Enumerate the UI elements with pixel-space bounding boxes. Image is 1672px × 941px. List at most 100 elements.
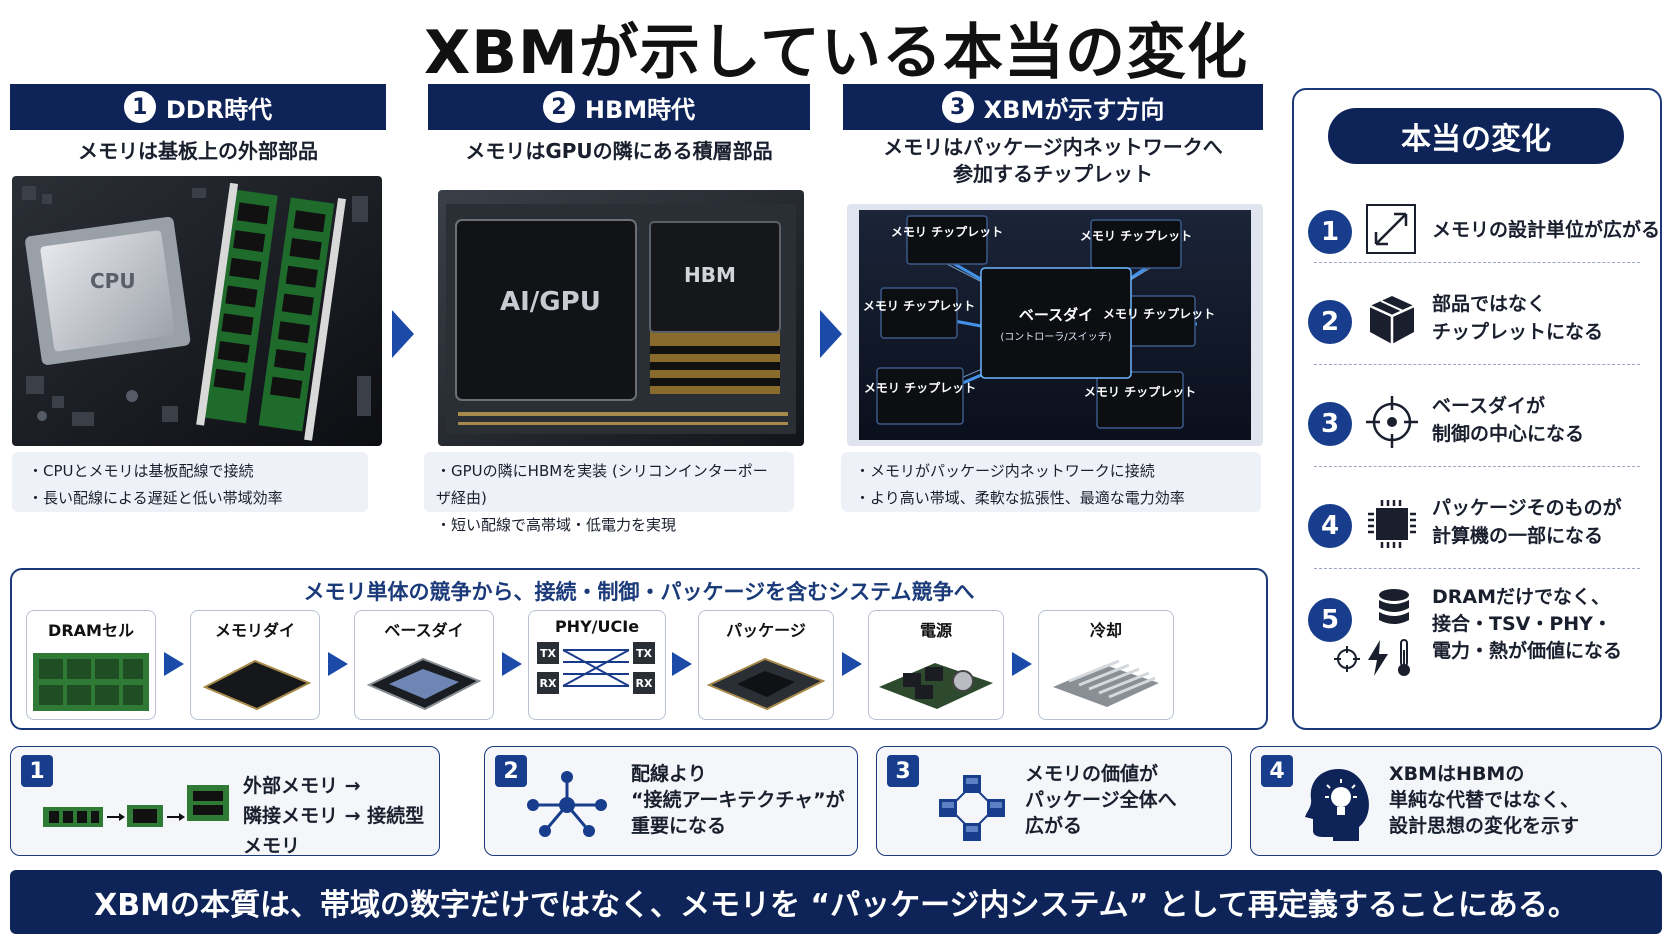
change-item: 2 部品ではなく チップレットになる: [1294, 268, 1660, 376]
card-text: メモリの価値が パッケージ全体へ 広がる: [1025, 763, 1177, 837]
base-die-image: [366, 657, 482, 711]
item-number: 5: [1308, 598, 1352, 642]
hbm-package-image: AI/GPU HBM: [438, 190, 804, 446]
card-number: 4: [1261, 755, 1293, 787]
step-dram-cell: DRAMセル: [26, 610, 156, 720]
memory-modules-icon: [41, 779, 231, 843]
real-change-panel: 本当の変化 1 メモリの設計単位が広がる 2 部品ではなく チップレットになる …: [1292, 88, 1662, 730]
step-base-die: ベースダイ: [354, 610, 494, 720]
era-subtitle: メモリはGPUの隣にある積層部品: [465, 139, 773, 163]
chiplet-label: メモリ チップレット: [1080, 228, 1192, 243]
rx-label: RX: [633, 672, 655, 694]
era-column-xbm: 3 XBMが示す方向 メモリはパッケージ内ネットワークへ 参加するチップレット: [841, 84, 1263, 514]
item-text: 部品ではなく チップレットになる: [1432, 293, 1604, 343]
era-name: DDR時代: [165, 95, 273, 124]
flow-arrow: [1012, 652, 1032, 676]
crosshair-icon: [1364, 394, 1420, 454]
head-lightbulb-icon: [1303, 765, 1373, 845]
card-number: 2: [495, 755, 527, 787]
era-subtitle: メモリはパッケージ内ネットワークへ 参加するチップレット: [883, 135, 1223, 186]
era-number: 1: [123, 91, 156, 123]
era-header: 2 HBM時代: [428, 84, 810, 130]
era-bullets: メモリがパッケージ内ネットワークに接続 より高い帯域、柔軟な拡張性、最適な電力効…: [841, 452, 1261, 512]
step-package: パッケージ: [698, 610, 834, 720]
flow-arrow: [842, 652, 862, 676]
card-number: 3: [887, 755, 919, 787]
step-phy-ucie: PHY/UCIe TX RX TX RX: [528, 610, 666, 720]
crosshair-icon: [1332, 644, 1362, 678]
cubes-network-icon: [937, 773, 1007, 847]
era-header: 1 DDR時代: [10, 84, 386, 130]
chiplet-label: メモリ チップレット: [891, 224, 1003, 239]
card-text: 外部メモリ → 隣接メモリ → 接続型メモリ: [243, 775, 425, 857]
lightning-icon: [1366, 640, 1390, 680]
tx-label: TX: [537, 642, 559, 664]
insight-card: 2 配線より “接続アーキテクチャ”が 重要になる: [484, 746, 858, 856]
card-text: 配線より “接続アーキテクチャ”が 重要になる: [631, 763, 845, 837]
expand-icon: [1364, 202, 1418, 260]
item-number: 2: [1308, 300, 1352, 344]
era-number: 2: [542, 91, 575, 123]
flow-arrow: [164, 652, 184, 676]
step-power: 電源: [868, 610, 1004, 720]
xbm-chiplet-image: メモリ チップレット メモリ チップレット メモリ チップレット メモリ チップ…: [847, 204, 1263, 446]
divider: [1314, 568, 1640, 569]
ddr-motherboard-image: CPU: [12, 176, 382, 446]
page-title: XBMが示している本当の変化: [424, 18, 1248, 88]
tx-label: TX: [633, 642, 655, 664]
dram-cell-image: [33, 653, 149, 711]
card-text: XBMはHBMの 単純な代替ではなく、 設計思想の変化を示す: [1389, 763, 1580, 837]
item-number: 3: [1308, 402, 1352, 446]
step-cooling: 冷却: [1038, 610, 1174, 720]
era-number: 3: [941, 91, 974, 123]
change-item: 1 メモリの設計単位が広がる: [1294, 178, 1660, 286]
phy-links-icon: [562, 649, 630, 687]
era-column-hbm: 2 HBM時代 メモリはGPUの隣にある積層部品 AI/GPU HBM: [424, 84, 810, 534]
change-item: 4 パッケージそのものが 計算機の一部になる: [1294, 472, 1660, 580]
flow-arrow: [820, 310, 842, 358]
chip-icon: [1364, 496, 1420, 556]
era-subtitle: メモリは基板上の外部部品: [78, 139, 318, 163]
heatsink-image: [1053, 659, 1159, 707]
item-text: メモリの設計単位が広がる: [1432, 219, 1661, 241]
divider: [1314, 262, 1640, 263]
flow-arrow: [328, 652, 348, 676]
flow-arrow: [502, 652, 522, 676]
item-number: 1: [1308, 210, 1352, 254]
network-icon: [527, 769, 607, 843]
insight-card: 3 メモリの価値が パッケージ全体へ 広がる: [876, 746, 1232, 856]
cube-icon: [1364, 292, 1420, 352]
change-item: 5 DRAMだけでなく、 接合・TSV・PHY・ 電力・熱が価値になる: [1294, 574, 1660, 724]
era-bullets: GPUの隣にHBMを実装 (シリコンインターポーザ経由) 短い配線で高帯域・低電…: [424, 452, 794, 534]
divider: [1314, 364, 1640, 365]
chiplet-label: メモリ チップレット: [864, 380, 976, 395]
era-bullets: CPUとメモリは基板配線で接続 長い配線による遅延と低い帯域効率: [12, 452, 368, 512]
item-text: ベースダイが 制御の中心になる: [1432, 395, 1585, 445]
base-die-sublabel: (コントローラ/スイッチ): [1000, 331, 1111, 343]
chiplet-label: メモリ チップレット: [1084, 384, 1196, 399]
era-header: 3 XBMが示す方向: [843, 84, 1263, 130]
chiplet-label: メモリ チップレット: [863, 298, 975, 313]
era-name: HBM時代: [584, 95, 696, 124]
conclusion-banner: XBMの本質は、帯域の数字だけではなく、メモリを “パッケージ内システム” とし…: [10, 870, 1662, 934]
flow-arrow: [672, 652, 692, 676]
insight-card: 1 外部メモリ → 隣接メモリ → 接続型メモリ: [10, 746, 440, 857]
hbm-label: HBM: [684, 263, 736, 287]
insight-card: 4 XBMはHBMの 単純な代替ではなく、 設計思想の変化を示す: [1250, 746, 1662, 856]
panel-title: 本当の変化: [1328, 108, 1624, 164]
competition-flow: メモリ単体の競争から、接続・制御・パッケージを含むシステム競争へ DRAMセル …: [10, 568, 1268, 730]
cpu-label: CPU: [90, 269, 136, 293]
base-die-label: ベースダイ: [1019, 306, 1093, 324]
era-name: XBMが示す方向: [983, 95, 1165, 124]
card-number: 1: [21, 755, 53, 787]
era-column-ddr: 1 DDR時代 メモリは基板上の外部部品 CPU: [10, 84, 386, 514]
rx-label: RX: [537, 672, 559, 694]
gpu-label: AI/GPU: [500, 287, 601, 317]
flow-arrow: [392, 310, 414, 358]
database-icon: [1376, 588, 1412, 632]
item-text: パッケージそのものが 計算機の一部になる: [1432, 497, 1622, 547]
thermometer-icon: [1394, 638, 1414, 682]
step-memory-die: メモリダイ: [190, 610, 320, 720]
power-board-image: [879, 663, 993, 709]
item-number: 4: [1308, 504, 1352, 548]
